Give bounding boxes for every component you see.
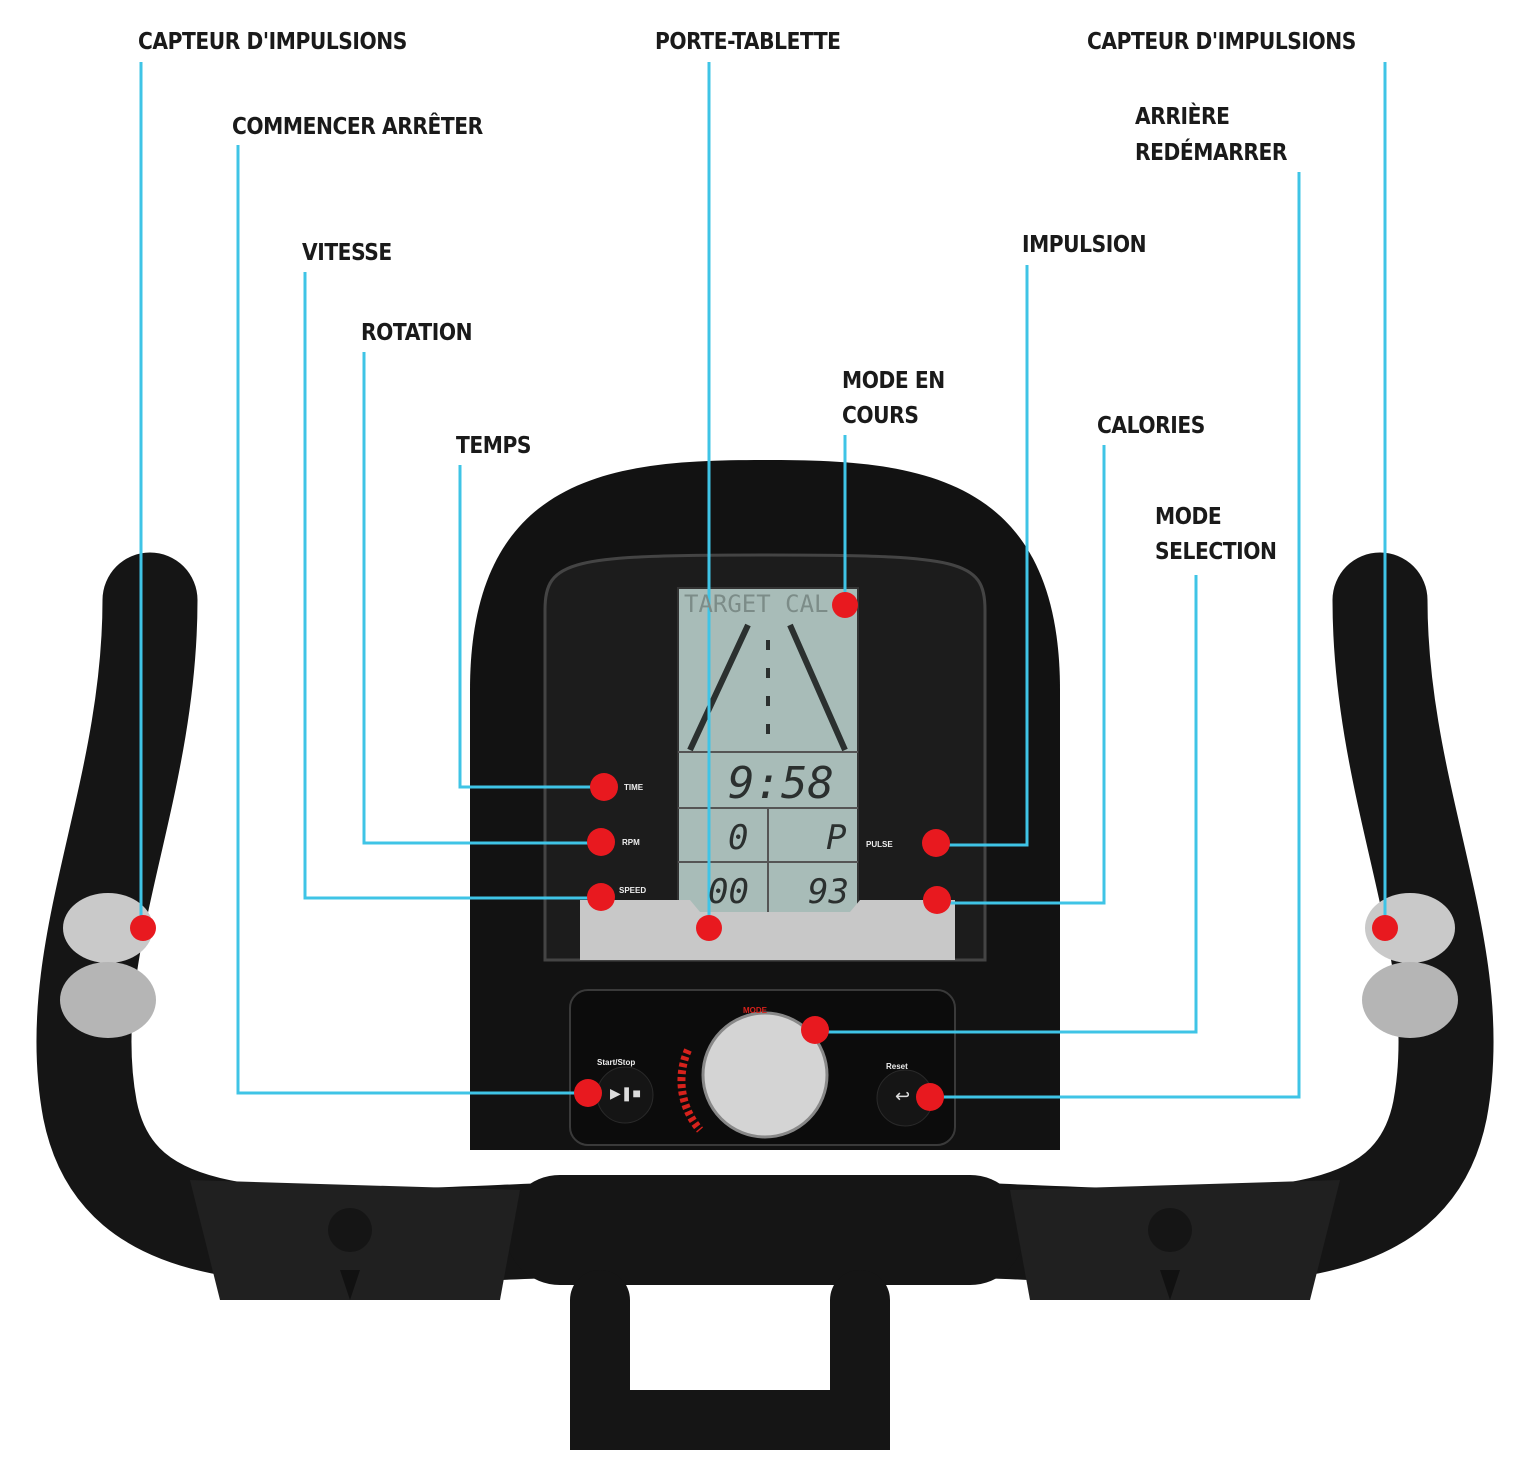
label-mode-select-2: SELECTION bbox=[1155, 539, 1277, 565]
label-tablet-holder: PORTE-TABLETTE bbox=[655, 29, 841, 55]
lcd-calories: 93 bbox=[808, 872, 849, 912]
marker-pulse-sensor-right bbox=[1372, 915, 1398, 941]
label-reset-1: ARRIÈRE bbox=[1135, 104, 1230, 130]
leader-lines bbox=[139, 62, 1387, 1099]
marker-rotation bbox=[587, 828, 615, 856]
marker-reset bbox=[916, 1083, 944, 1111]
marker-pulse bbox=[922, 829, 950, 857]
label-current-mode-1: MODE EN bbox=[842, 368, 945, 394]
reset-icon[interactable]: ↩ bbox=[895, 1086, 911, 1106]
marker-time bbox=[590, 773, 618, 801]
label-speed: VITESSE bbox=[302, 240, 392, 266]
label-calories: CALORIES bbox=[1097, 413, 1205, 439]
marker-pulse-sensor-left bbox=[130, 915, 156, 941]
label-pulse-sensor-left: CAPTEUR D'IMPULSIONS bbox=[138, 29, 407, 55]
label-start-stop: COMMENCER ARRÊTER bbox=[232, 114, 483, 140]
label-pulse: IMPULSION bbox=[1022, 232, 1147, 258]
leader-rotation bbox=[362, 352, 600, 845]
leader-calories bbox=[937, 445, 1106, 905]
marker-start-stop bbox=[574, 1079, 602, 1107]
marker-calories bbox=[923, 886, 951, 914]
play-pause-icon[interactable]: ▶❚■ bbox=[610, 1085, 641, 1101]
lcd-speed: 00 bbox=[708, 872, 749, 912]
marker-speed bbox=[587, 883, 615, 911]
lcd-pulse: P bbox=[826, 818, 847, 858]
lcd-time: 9:58 bbox=[728, 758, 834, 809]
start-stop-label: Start/Stop bbox=[597, 1058, 636, 1067]
markers bbox=[130, 592, 1398, 1111]
leader-mode-select bbox=[815, 575, 1198, 1034]
lcd-mode: TARGET CAL bbox=[684, 590, 829, 618]
label-rotation: ROTATION bbox=[361, 320, 473, 346]
leader-speed bbox=[303, 272, 600, 900]
mode-label: MODE bbox=[743, 1006, 767, 1015]
marker-tablet-holder bbox=[696, 915, 722, 941]
leader-reset bbox=[930, 172, 1301, 1099]
marker-mode-select bbox=[801, 1016, 829, 1044]
rpm-button[interactable]: RPM bbox=[622, 838, 640, 847]
leader-start-stop bbox=[236, 145, 588, 1095]
mode-dial[interactable] bbox=[703, 1013, 827, 1137]
grip-pads bbox=[190, 1180, 1340, 1300]
leader-time bbox=[458, 465, 604, 789]
label-pulse-sensor-right: CAPTEUR D'IMPULSIONS bbox=[1087, 29, 1356, 55]
label-current-mode-2: COURS bbox=[842, 403, 919, 429]
label-mode-select-1: MODE bbox=[1155, 504, 1222, 530]
leader-pulse bbox=[937, 265, 1029, 847]
lcd-rpm: 0 bbox=[728, 818, 749, 858]
pulse-button[interactable]: PULSE bbox=[866, 840, 893, 849]
speed-button[interactable]: SPEED bbox=[619, 886, 647, 895]
pulse-sensor-pads bbox=[60, 893, 1458, 1038]
marker-current-mode bbox=[832, 592, 858, 618]
time-button[interactable]: TIME bbox=[624, 783, 644, 792]
label-reset-2: REDÉMARRER bbox=[1135, 140, 1288, 166]
label-time: TEMPS bbox=[456, 433, 531, 459]
reset-label: Reset bbox=[886, 1062, 908, 1071]
